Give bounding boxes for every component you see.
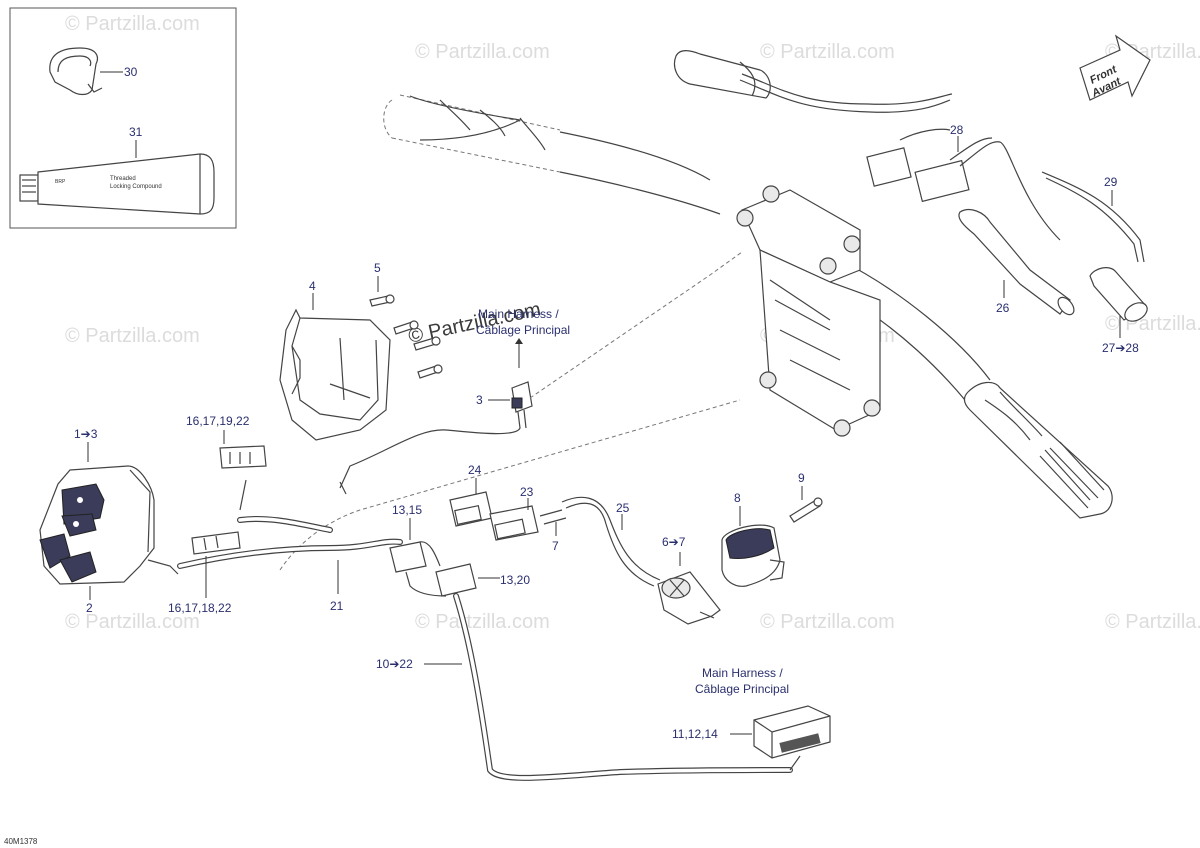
harness-part-21: 16,17,19,22 16,17,18,22 21 [168, 414, 403, 615]
watermark: © Partzilla.com [65, 325, 200, 347]
pin-part-9: 9 [789, 471, 823, 523]
connector-part-24: 24 [449, 463, 493, 527]
callout-6-7: 6➔7 [662, 535, 686, 549]
tube-text-line1: Threaded [110, 176, 136, 182]
harness-lower-line2: Câblage Principal [695, 682, 789, 696]
callout-28: 28 [950, 123, 964, 137]
heater-tubes: 26 27➔28 29 [958, 171, 1148, 355]
connector-part-23: 23 7 [489, 485, 567, 553]
callout-11-12-14: 11,12,14 [672, 727, 718, 741]
callout-10-22: 10➔22 [376, 657, 413, 671]
callout-21: 21 [330, 599, 344, 613]
switch-housing-part-4: 4 [279, 279, 391, 441]
throttle-wiring: 28 [739, 73, 1061, 241]
screws-part-5: 5 [369, 261, 443, 379]
watermark: © Partzilla.com [760, 41, 895, 63]
callout-16-17-18-22: 16,17,18,22 [168, 601, 232, 615]
callout-25: 25 [616, 501, 630, 515]
switch-part-6: 6➔7 [657, 535, 721, 625]
harness-upper-line2: Câblage Principal [476, 323, 570, 337]
watermark: © Partzilla.com [1105, 611, 1200, 633]
threadlocker-tube-part-31: BRP Threaded Locking Compound [19, 153, 215, 215]
callout-31: 31 [129, 125, 143, 139]
grip-part-8: 8 [721, 491, 785, 587]
harness-upper-line1: Main Harness / [478, 307, 559, 321]
callout-30: 30 [124, 65, 138, 79]
watermark: © Partzilla.com [1105, 313, 1200, 335]
connector-part-3: 3 [339, 381, 533, 495]
callout-5: 5 [374, 261, 381, 275]
callout-27: 27➔28 [1102, 341, 1139, 355]
callout-7: 7 [552, 539, 559, 553]
callout-13-20: 13,20 [500, 573, 530, 587]
callout-13-15: 13,15 [392, 503, 422, 517]
diagram-code: 40M1378 [4, 837, 38, 846]
watermarks: © Partzilla.com © Partzilla.com © Partzi… [65, 13, 1200, 633]
callout-16-17-19-22: 16,17,19,22 [186, 414, 250, 428]
main-harness-connector-part-11: Main Harness / Câblage Principal 11,12,1… [672, 666, 831, 771]
inset-box: 30 BRP Threaded Locking Compound 31 [9, 7, 237, 229]
callout-26: 26 [996, 301, 1010, 315]
callout-4: 4 [309, 279, 316, 293]
watermark: © Partzilla.com [415, 611, 550, 633]
callout-1-3: 1➔3 [74, 427, 98, 441]
dashed-leader [529, 251, 743, 399]
handlebar [383, 49, 1113, 519]
tube-text-line2: Locking Compound [110, 184, 162, 190]
harness-part-10: 13,15 13,20 10➔22 [376, 503, 793, 781]
callout-8: 8 [734, 491, 741, 505]
harness-lower-line1: Main Harness / [702, 666, 783, 680]
callout-23: 23 [520, 485, 534, 499]
callout-9: 9 [798, 471, 805, 485]
watermark: © Partzilla.com [415, 41, 550, 63]
callout-2: 2 [86, 601, 93, 615]
wire-part-25: 25 [561, 496, 661, 587]
watermark: © Partzilla.com [65, 611, 200, 633]
callout-3: 3 [476, 393, 483, 407]
watermark: © Partzilla.com [65, 13, 200, 35]
callout-29: 29 [1104, 175, 1118, 189]
clip-part-30 [49, 47, 103, 96]
main-harness-label-upper: Main Harness / Câblage Principal [476, 307, 570, 368]
tube-brand: BRP [55, 179, 66, 185]
watermark: © Partzilla.com [760, 611, 895, 633]
callout-24: 24 [468, 463, 482, 477]
front-direction-arrow: Front Avant [1079, 34, 1151, 101]
switch-block-part-1: 1➔3 2 [39, 427, 179, 615]
